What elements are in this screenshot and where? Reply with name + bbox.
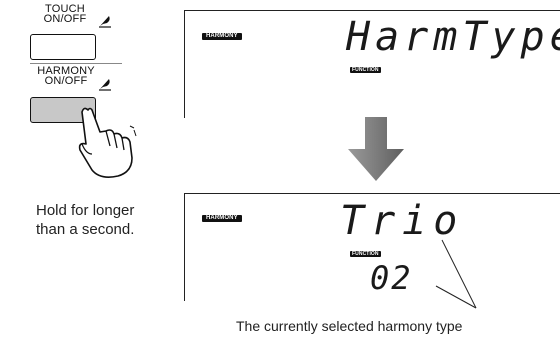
display-bottom-edge (184, 193, 185, 301)
function-tag: FUNCTION (350, 67, 381, 73)
function-tag: FUNCTION (350, 251, 381, 257)
display-main-text: Trio (340, 198, 465, 244)
callout-caption: The currently selected harmony type (236, 318, 463, 334)
hold-instruction-line2: than a second. (36, 221, 135, 238)
harmony-label-line1: HARMONY (37, 65, 95, 77)
touch-label-line1: TOUCH (45, 3, 85, 15)
touch-label-line2: ON/OFF (43, 13, 87, 25)
harmony-button-label: HARMONY ON/OFF (30, 65, 102, 87)
touch-on-off-button[interactable] (30, 34, 96, 60)
down-arrow-icon (348, 117, 404, 181)
harmony-label-line2: ON/OFF (44, 75, 88, 87)
divider (30, 63, 122, 64)
hold-instruction-line1: Hold for longer (36, 202, 135, 219)
display-main-text: HarmType (346, 14, 560, 60)
display-top-edge (184, 10, 185, 118)
touch-button-label: TOUCH ON/OFF (34, 3, 96, 25)
hand-press-icon (78, 107, 137, 178)
harmony-type-number: 02 (370, 259, 413, 297)
harmony-mode-tag: HARMONY (202, 33, 242, 40)
display-bottom-border (184, 193, 560, 194)
harmony-mode-tag: HARMONY (202, 215, 242, 222)
display-top-border (184, 10, 560, 11)
feather-icon (99, 79, 111, 91)
callout-lines (435, 239, 477, 309)
hold-instruction: Hold for longer than a second. (36, 201, 134, 239)
feather-icon (99, 16, 111, 28)
